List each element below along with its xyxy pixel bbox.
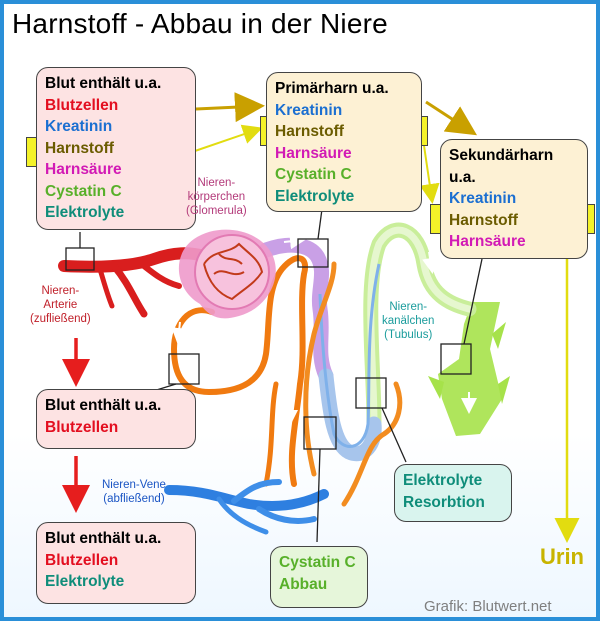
box-secondary-urine: Sekundärharn u.a. Kreatinin Harnstoff Ha… — [440, 139, 588, 259]
renal-vein-branch-3 — [216, 496, 269, 535]
box-blood-top: Blut enthält u.a. Blutzellen Kreatinin H… — [36, 67, 196, 230]
item-blutzellen: Blutzellen — [45, 551, 119, 569]
box-primary-urine: Primärharn u.a. Kreatinin Harnstoff Harn… — [266, 72, 422, 212]
box-blood-bottom: Blut enthält u.a. Blutzellen Elektrolyte — [36, 522, 196, 604]
arrow-flow-1 — [283, 233, 306, 250]
callout-duct — [440, 343, 472, 375]
box-blood-mid: Blut enthält u.a. Blutzellen — [36, 389, 196, 449]
arrow-harnstoff-link-1 — [191, 124, 263, 153]
henle-loop-inner — [318, 263, 381, 448]
arrow-blood-to-primary — [195, 92, 265, 123]
item-kreatinin: Kreatinin — [449, 190, 517, 207]
item-harnstoff: Harnstoff — [275, 123, 344, 140]
box-blood-mid-heading: Blut enthält u.a. — [45, 397, 162, 414]
item-harnsaeure: Harnsäure — [449, 233, 526, 250]
renal-artery-branch-3 — [96, 263, 115, 309]
page-title: Harnstoff - Abbau in der Niere — [12, 8, 388, 39]
renal-vein-branch-2 — [256, 506, 317, 524]
box-cystatin-breakdown: Cystatin C Abbau — [270, 546, 368, 608]
item-elektrolyte: Elektrolyte — [45, 204, 125, 221]
renal-vein-branch-1 — [231, 479, 282, 504]
tubulus-distal-inner — [367, 226, 473, 428]
capillary-1 — [170, 255, 309, 487]
box-secondary-heading-1: Sekundärharn — [449, 147, 554, 164]
item-elektrolyte: Elektrolyte — [275, 187, 355, 205]
credit-text: Grafik: Blutwert.net — [424, 598, 552, 615]
item-harnstoff: Harnstoff — [45, 139, 114, 157]
label-urin: Urin — [540, 544, 584, 569]
collecting-duct-branch-2 — [428, 376, 444, 399]
renal-artery-branch-2 — [136, 259, 182, 289]
capillary-3 — [341, 381, 403, 507]
arrow-flow-2 — [422, 251, 438, 274]
item-harnstoff: Harnstoff — [449, 211, 518, 229]
label-tubulus: Nieren- kanälchen (Tubulus) — [382, 301, 435, 341]
label-renal-artery: Nieren- Arterie (zufließend) — [30, 285, 91, 325]
collecting-duct-branch-1 — [492, 322, 506, 349]
arrow-flow-4 — [171, 321, 188, 344]
kidney-illustration — [58, 92, 580, 543]
item-kreatinin: Kreatinin — [45, 118, 113, 135]
item-cystatin: Cystatin C — [45, 182, 122, 200]
box-cystatin-line-2: Abbau — [279, 575, 328, 593]
glomerulus-capillaries — [203, 242, 264, 301]
box-cystatin-line-1: Cystatin C — [279, 554, 356, 571]
item-blutzellen: Blutzellen — [45, 96, 119, 114]
item-harnsaeure: Harnsäure — [45, 161, 122, 178]
label-renal-vein: Nieren-Vene (abfließend) — [102, 479, 166, 505]
box-primary-heading: Primärharn u.a. — [275, 80, 389, 97]
collecting-duct-branch-3 — [498, 376, 510, 404]
renal-artery-branch-1 — [110, 262, 148, 318]
arrow-primary-to-secondary — [425, 100, 478, 136]
box-secondary-heading-2: u.a. — [449, 168, 476, 186]
renal-vein — [164, 485, 329, 511]
label-glomerula: Nieren- körperchen (Glomerula) — [186, 177, 247, 217]
collecting-duct — [438, 302, 502, 436]
box-blood-top-heading: Blut enthält u.a. — [45, 75, 162, 92]
item-kreatinin: Kreatinin — [275, 101, 343, 119]
item-blutzellen: Blutzellen — [45, 418, 119, 436]
box-blood-bottom-heading: Blut enthält u.a. — [45, 530, 162, 547]
capillary-4 — [263, 381, 279, 487]
box-electrolyte-line-1: Elektrolyte — [403, 472, 483, 489]
box-electrolyte-resorption: Elektrolyte Resorbtion — [394, 464, 512, 522]
item-elektrolyte: Elektrolyte — [45, 573, 125, 590]
capillary-2 — [303, 261, 337, 477]
callout-efferent — [168, 353, 200, 385]
item-cystatin: Cystatin C — [275, 166, 352, 183]
item-harnsaeure: Harnsäure — [275, 144, 352, 162]
callout-primary — [297, 238, 329, 268]
box-electrolyte-line-2: Resorbtion — [403, 493, 485, 511]
callout-electrolyte — [355, 377, 387, 409]
